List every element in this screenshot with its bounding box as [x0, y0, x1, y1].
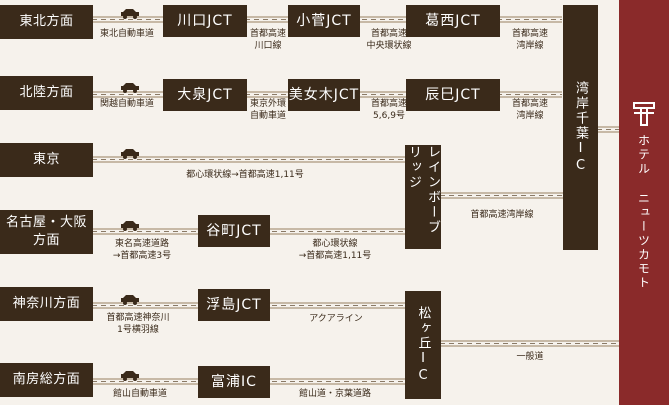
region-kanagawa: 神奈川方面 — [0, 287, 93, 321]
road-label: 都心環状線→首都高速1,11号 — [186, 170, 304, 180]
junction-kawaguchi: 川口JCT — [163, 5, 247, 37]
hotel-panel: ホテル ニューツカモト — [619, 0, 669, 405]
junction-bijogi: 美女木JCT — [288, 79, 360, 111]
road-label: 首都高速湾岸線 — [470, 210, 534, 220]
junction-kosuge: 小菅JCT — [288, 5, 360, 37]
road-label: 首都高速 湾岸線 — [511, 29, 549, 52]
road-label: 館山自動車道 — [112, 389, 168, 399]
car-icon — [121, 83, 139, 93]
rainbow-bridge: レインボーブリッジ — [405, 145, 441, 249]
road-label: 都心環状線 →首都高速1,11号 — [298, 239, 372, 262]
car-icon — [121, 295, 139, 305]
car-icon — [121, 149, 139, 159]
road-row3 — [92, 156, 405, 163]
road-rainbow-to-chiba — [440, 192, 564, 199]
road-label: 東名高速道路 →首都高速3号 — [112, 239, 172, 262]
region-tohoku: 東北方面 — [0, 5, 93, 39]
road-label: 首都高速 湾岸線 — [511, 99, 549, 122]
road-label: 首都高速神奈川 1号横羽線 — [106, 313, 170, 336]
road-matsugaoka-to-hotel — [440, 340, 620, 347]
junction-oizumi: 大泉JCT — [163, 79, 247, 111]
road-label: 東北自動車道 — [99, 29, 155, 39]
hotel-logo-icon — [633, 102, 655, 126]
road-label: 首都高速 川口線 — [249, 29, 287, 52]
region-tokyo: 東京 — [0, 143, 93, 177]
road-chiba-to-hotel — [597, 126, 619, 133]
road-label: 首都高速 5,6,9号 — [370, 99, 408, 122]
car-icon — [121, 221, 139, 231]
wangan-chiba-ic: 湾岸千葉IC — [563, 5, 598, 250]
ic-tomiura: 富浦IC — [198, 366, 270, 398]
region-hokuriku: 北陸方面 — [0, 76, 93, 110]
road-label: 関越自動車道 — [99, 99, 155, 109]
junction-kasai: 葛西JCT — [406, 5, 500, 37]
junction-tanimachi: 谷町JCT — [198, 215, 270, 247]
car-icon — [121, 9, 139, 19]
road-label: 東京外環 自動車道 — [249, 99, 287, 122]
car-icon — [121, 371, 139, 381]
region-nagoya-osaka: 名古屋・大阪 方面 — [0, 210, 93, 254]
junction-ukishima: 浮島JCT — [198, 289, 270, 321]
road-label: アクアライン — [309, 314, 363, 324]
road-label: 一般道 — [516, 352, 544, 362]
matsugaoka-ic: 松ヶ丘IC — [405, 291, 441, 399]
junction-tatsumi: 辰巳JCT — [406, 79, 500, 111]
region-minamiboso: 南房総方面 — [0, 363, 93, 397]
road-label: 首都高速 中央環状線 — [366, 29, 412, 52]
hotel-name: ホテル ニューツカモト — [636, 134, 651, 290]
road-label: 館山道・京葉道路 — [298, 389, 372, 399]
